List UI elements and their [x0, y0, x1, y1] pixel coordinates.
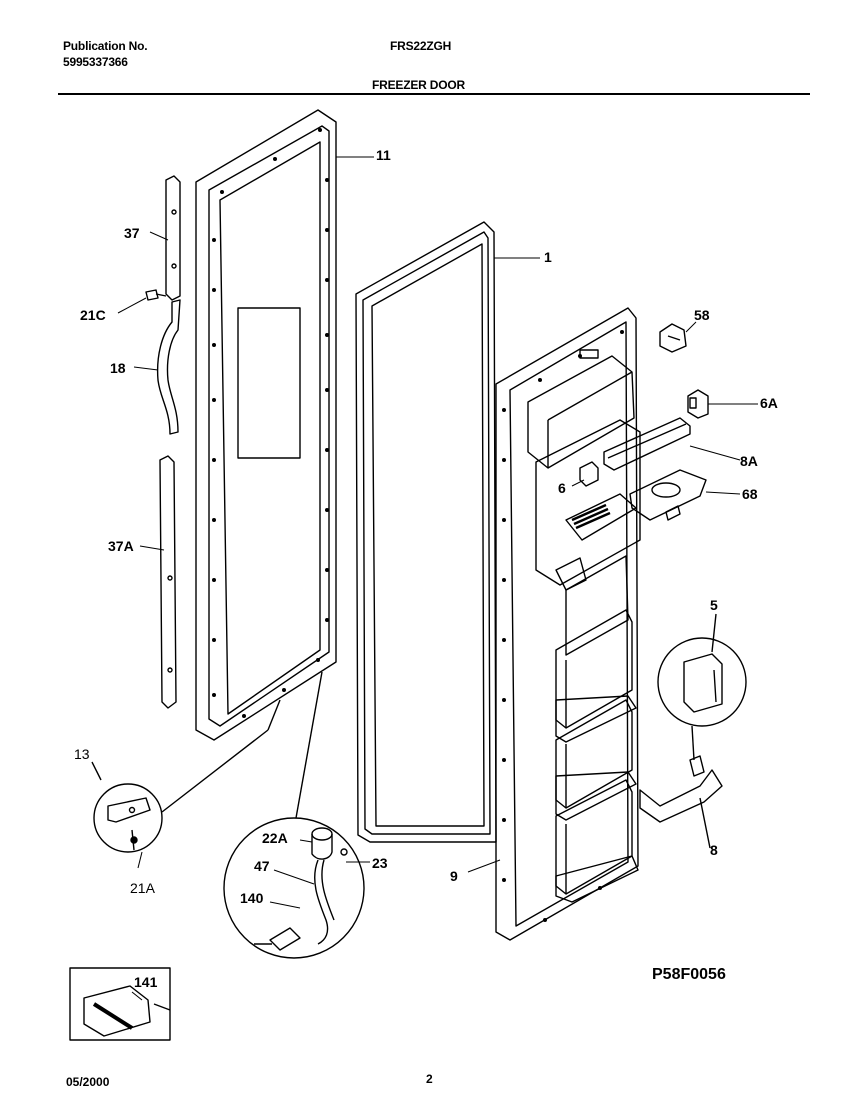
bar-8a: [603, 417, 691, 471]
callout-8: 8: [710, 842, 718, 858]
section-title: FREEZER DOOR: [372, 78, 465, 92]
door-panel: [495, 307, 641, 941]
upper-trim-strip: [165, 175, 181, 301]
footer-date: 05/2000: [66, 1075, 110, 1089]
detail-circle-13: [91, 699, 281, 853]
callout-6: 6: [558, 480, 566, 496]
callout-11: 11: [376, 147, 391, 163]
callout-47: 47: [254, 858, 270, 874]
drawing-code: P58F0056: [652, 966, 726, 983]
callout-8a: 8A: [740, 453, 758, 469]
callout-21c: 21C: [80, 307, 106, 323]
header-rule: [58, 93, 810, 95]
publication-label: Publication No.: [63, 39, 148, 53]
callout-68: 68: [742, 486, 758, 502]
callout-37a: 37A: [108, 538, 134, 554]
detail-circle-22a: [223, 671, 365, 959]
callout-9: 9: [450, 868, 458, 884]
publication-number: 5995337366: [63, 55, 128, 69]
door-gasket: [355, 221, 497, 843]
callout-1: 1: [544, 249, 552, 265]
callout-21a: 21A: [130, 880, 155, 896]
clip-6: [579, 461, 599, 487]
callout-23: 23: [372, 855, 388, 871]
callout-5: 5: [710, 597, 718, 613]
callout-58: 58: [694, 307, 710, 323]
callout-140: 140: [240, 890, 264, 906]
screw-21c: [145, 289, 167, 301]
leader-lines: [117, 156, 758, 1001]
callout-6a: 6A: [760, 395, 778, 411]
callout-141: 141: [134, 974, 158, 990]
screw-58: [659, 323, 687, 353]
door-liner-frame: [195, 109, 337, 741]
callout-18: 18: [110, 360, 126, 376]
hinge-strap: [156, 299, 181, 435]
handle-8: [639, 755, 723, 849]
model-number: FRS22ZGH: [390, 39, 452, 53]
clip-6a: [687, 389, 709, 419]
detail-circle-5: [657, 613, 747, 761]
bracket-68: [629, 469, 707, 521]
callout-37: 37: [124, 225, 140, 241]
callout-13: 13: [74, 746, 90, 762]
lower-trim-strip: [159, 455, 177, 709]
callout-22a: 22A: [262, 830, 288, 846]
page-number: 2: [426, 1072, 433, 1086]
inset-box-141: [69, 967, 171, 1041]
